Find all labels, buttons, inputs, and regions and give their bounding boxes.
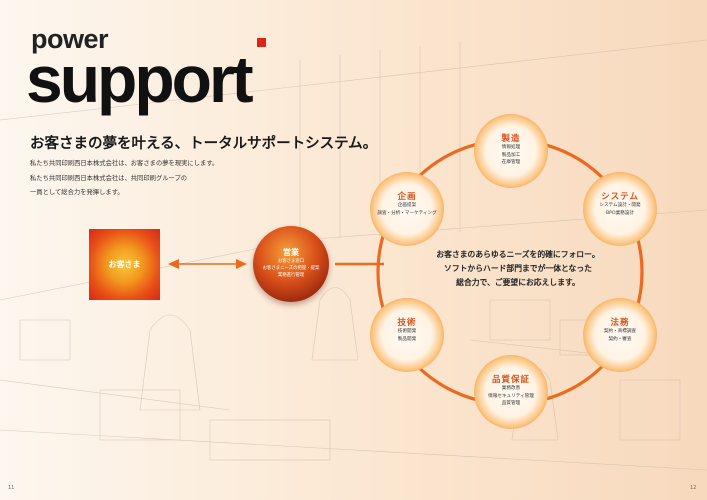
customer-box: お客さま xyxy=(89,229,160,300)
node-system: システム システム設計・開発 BPO業務設計 xyxy=(583,172,657,246)
sales-line: お客さま窓口 xyxy=(277,259,305,264)
page-number-right: 12 xyxy=(690,485,697,491)
node-line: 在庫管理 xyxy=(501,160,521,165)
node-title: 企画 xyxy=(397,192,417,202)
node-planning: 企画 企画提案 調査・分析・マーケティング xyxy=(370,172,444,246)
node-quality: 品質保証 業務改善 情報セキュリティ管理 品質管理 xyxy=(474,355,548,429)
node-line: 技術開発 xyxy=(397,329,417,334)
node-technology: 技術 技術開発 製品開発 xyxy=(370,298,444,372)
node-line: BPO業務設計 xyxy=(606,210,634,216)
intro-line: 私たち共同印刷西日本株式会社は、共同印刷グループの xyxy=(30,174,188,182)
node-line: 調査・分析・マーケティング xyxy=(377,210,437,216)
node-line: 企画提案 xyxy=(397,203,417,208)
node-line: 業務改善 xyxy=(501,386,521,391)
node-manufacturing: 製造 情報処理 製品加工 在庫管理 xyxy=(474,114,548,188)
center-line: お客さまのあらゆるニーズを的確にフォロー。 xyxy=(436,250,600,259)
title-red-square xyxy=(257,38,266,47)
sales-line: 業務進行管理 xyxy=(277,273,305,278)
node-title: 品質保証 xyxy=(491,375,530,385)
node-line: 契約・商標調査 xyxy=(603,329,637,334)
center-line: 総合力で、ご要望にお応えします。 xyxy=(456,278,580,287)
center-line: ソフトからハード部門までが一体となった xyxy=(444,264,592,273)
page-number-left: 11 xyxy=(8,485,15,491)
node-line: 情報処理 xyxy=(501,145,521,150)
node-line: 品質管理 xyxy=(501,401,521,406)
node-title: 法務 xyxy=(610,318,630,328)
node-title: 技術 xyxy=(397,318,417,328)
node-title: 製造 xyxy=(501,134,521,144)
intro-line: 私たち共同印刷西日本株式会社は、お客さまの夢を現実にします。 xyxy=(30,160,219,167)
title-support: support xyxy=(26,42,254,116)
intro-text: 私たち共同印刷西日本株式会社は、お客さまの夢を現実にします。 私たち共同印刷西日… xyxy=(30,157,218,201)
node-line: 製品開発 xyxy=(397,336,417,342)
title-power: power xyxy=(31,24,109,54)
sales-line: お客さまニーズの把握・提案 xyxy=(262,266,320,271)
customer-label: お客さま xyxy=(108,260,141,269)
headline: お客さまの夢を叶える、トータルサポートシステム。 xyxy=(30,136,378,152)
node-line: 製品加工 xyxy=(501,152,521,158)
node-legal: 法務 契約・商標調査 契約・審査 xyxy=(583,298,657,372)
node-line: システム設計・開発 xyxy=(599,203,641,208)
node-line: 情報セキュリティ管理 xyxy=(488,393,534,399)
sales-title: 営業 xyxy=(283,248,299,257)
node-line: 契約・審査 xyxy=(608,336,632,342)
center-message: お客さまのあらゆるニーズを的確にフォロー。 ソフトからハード部門までが一体となっ… xyxy=(408,248,628,290)
node-title: システム xyxy=(601,192,639,202)
sales-sphere: 営業 お客さま窓口 お客さまニーズの把握・提案 業務進行管理 xyxy=(253,226,329,302)
intro-line: 一員として総合力を発揮します。 xyxy=(30,189,124,196)
